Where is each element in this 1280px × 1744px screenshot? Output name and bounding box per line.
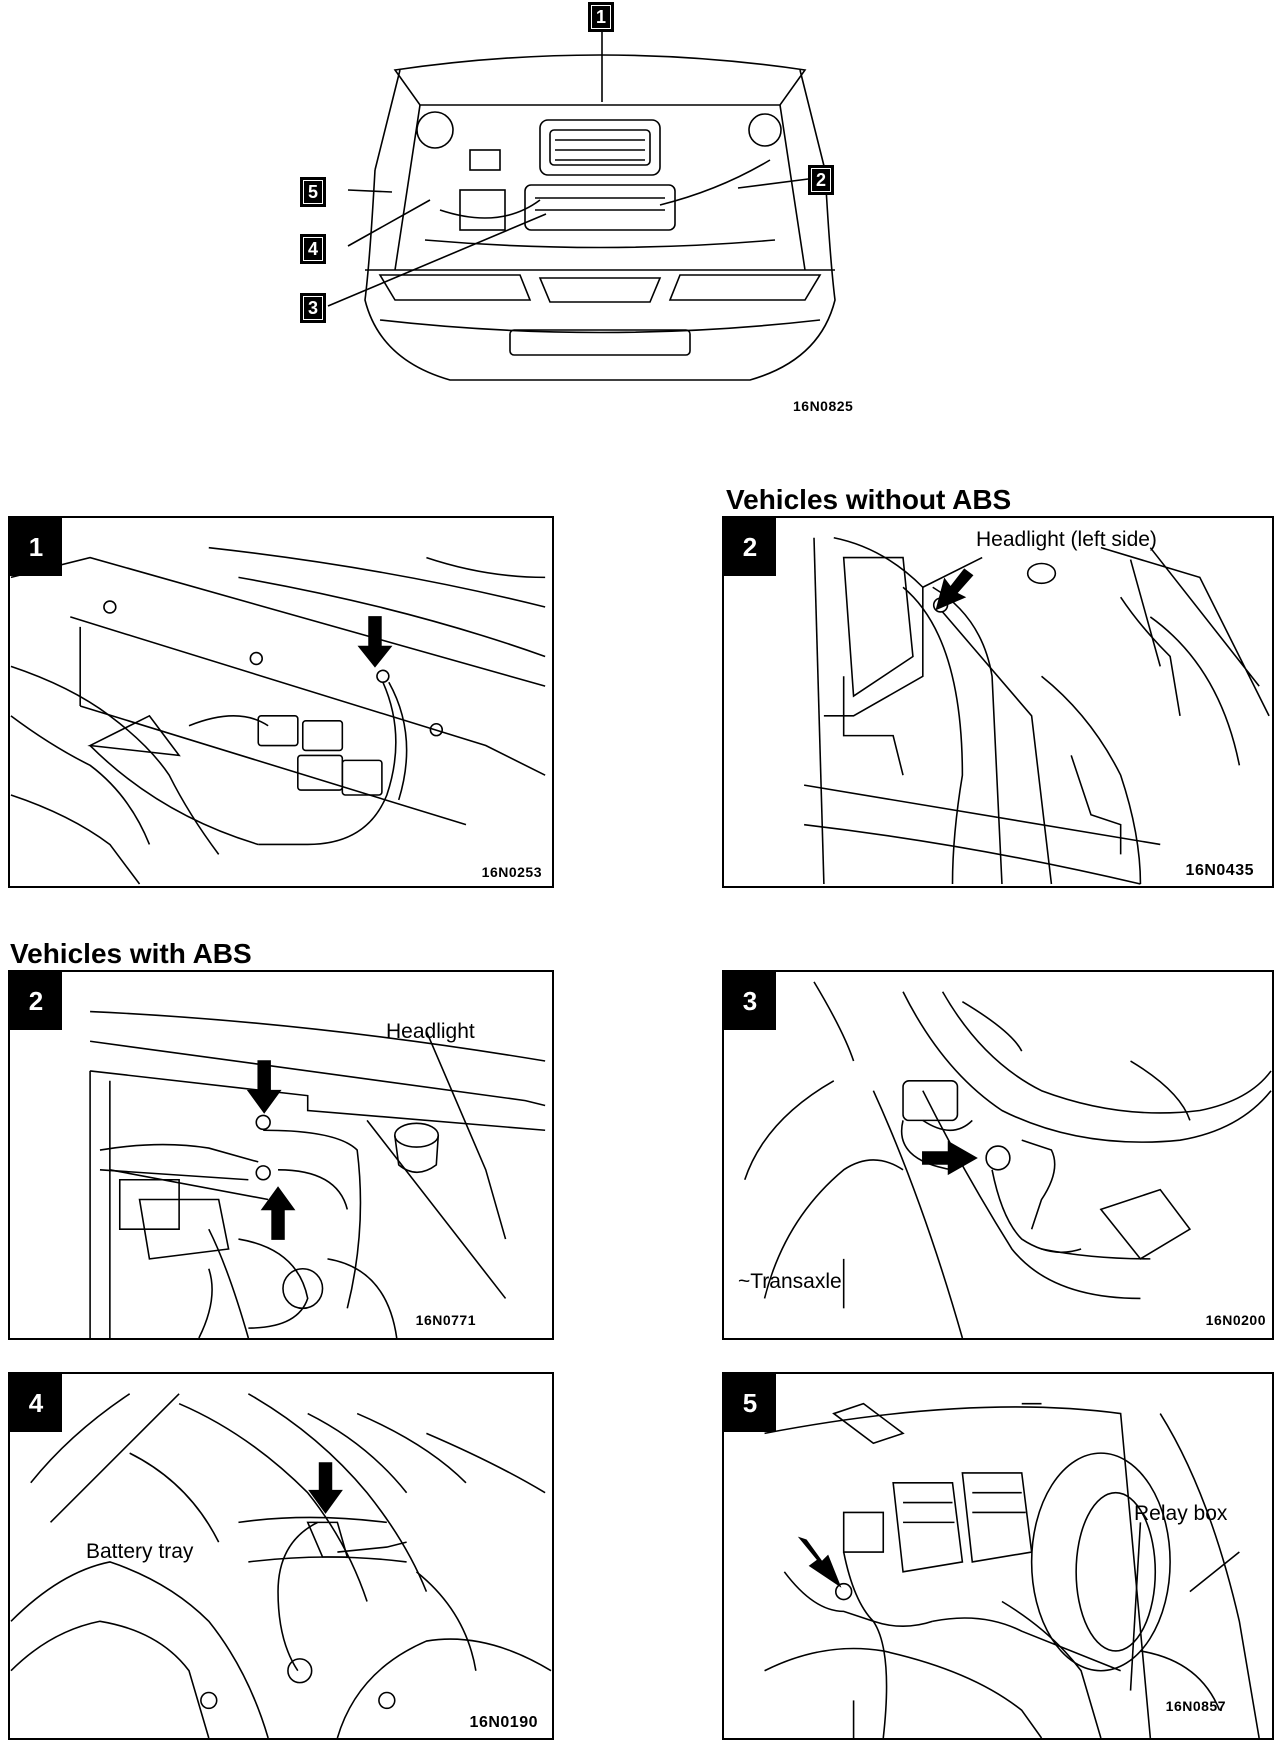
panel-2-without-abs-code: 16N0435: [1185, 862, 1254, 879]
callout-5-label: 5: [302, 180, 323, 204]
panel-1-illustration: [10, 546, 546, 885]
engine-bay-illustration: [327, 30, 836, 381]
callout-5: 5: [300, 177, 326, 207]
panel-3: 3 ~Transaxle 16N0200: [722, 970, 1274, 1340]
panel-2-without-abs-number: 2: [724, 518, 776, 576]
panel-2-without-abs-illustration: [803, 537, 1270, 885]
callout-1-label: 1: [590, 5, 611, 29]
callout-3-label: 3: [302, 296, 323, 320]
callout-3: 3: [300, 293, 326, 323]
panel-5-code: 16N0857: [1165, 1698, 1226, 1714]
panel-2-with-abs-code: 16N0771: [415, 1312, 476, 1328]
panel-3-label: ~Transaxle: [738, 1270, 842, 1293]
panel-3-code: 16N0200: [1205, 1312, 1266, 1328]
panel-4-illustration: [10, 1393, 552, 1738]
panel-2-without-abs: 2 Headlight (left side) 16N0435: [722, 516, 1274, 888]
panel-4-code: 16N0190: [469, 1714, 538, 1731]
overview-code: 16N0825: [793, 398, 854, 414]
callout-4-label: 4: [302, 237, 323, 261]
panel-4-label: Battery tray: [86, 1540, 194, 1563]
panel-4: 4 Battery tray 16N0190: [8, 1372, 554, 1740]
panel-1-code: 16N0253: [481, 864, 542, 880]
heading-with-abs: Vehicles with ABS: [10, 938, 252, 969]
panel-5-number: 5: [724, 1374, 776, 1432]
panel-1: 1 16N0253: [8, 516, 554, 888]
panel-2-with-abs-illustration: [89, 1010, 546, 1338]
panel-2-without-abs-label: Headlight (left side): [976, 528, 1157, 551]
panel-5-illustration: [764, 1402, 1260, 1738]
panel-5-label: Relay box: [1134, 1502, 1228, 1525]
panel-2-with-abs-label: Headlight: [386, 1020, 475, 1043]
callout-2: 2: [808, 165, 834, 195]
panel-4-number: 4: [10, 1374, 62, 1432]
panel-2-with-abs-number: 2: [10, 972, 62, 1030]
callout-1: 1: [588, 2, 614, 32]
panel-5: 5 Relay box 16N0857: [722, 1372, 1274, 1740]
callout-4: 4: [300, 234, 326, 264]
callout-2-label: 2: [810, 168, 831, 192]
panel-3-number: 3: [724, 972, 776, 1030]
panel-2-with-abs: 2 Headlight 16N0771: [8, 970, 554, 1340]
panel-3-illustration: [744, 981, 1272, 1338]
panel-1-number: 1: [10, 518, 62, 576]
overview-diagram: 1 2 5 4 3 16N0825: [300, 0, 900, 420]
heading-without-abs: Vehicles without ABS: [726, 484, 1012, 515]
